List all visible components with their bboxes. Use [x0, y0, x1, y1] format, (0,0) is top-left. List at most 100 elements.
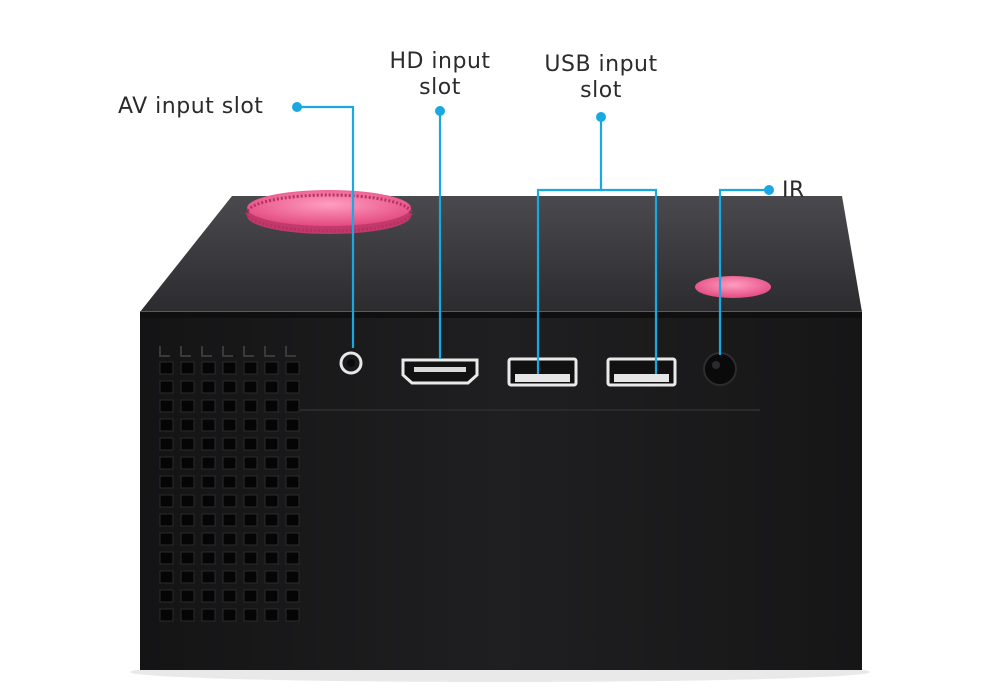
vent-hole	[285, 513, 300, 527]
vent-hole	[285, 399, 300, 413]
vent-hole	[243, 589, 258, 603]
vent-hole	[243, 551, 258, 565]
vent-tick	[180, 346, 191, 357]
vent-hole	[243, 456, 258, 470]
vent-hole	[222, 399, 237, 413]
vent-hole	[159, 494, 174, 508]
vent-hole	[180, 437, 195, 451]
vent-hole	[243, 608, 258, 622]
vent-tick	[222, 346, 233, 357]
vent-hole	[264, 475, 279, 489]
vent-hole	[222, 475, 237, 489]
vent-tick	[264, 346, 275, 357]
vent-hole	[285, 570, 300, 584]
vent-hole	[180, 494, 195, 508]
vent-hole	[264, 589, 279, 603]
vent-hole	[201, 456, 216, 470]
vent-hole	[264, 380, 279, 394]
vent-hole	[201, 380, 216, 394]
vent-hole	[201, 532, 216, 546]
vent-hole	[222, 532, 237, 546]
vent-hole	[285, 380, 300, 394]
vent-hole	[180, 361, 195, 375]
usb-input-label: USB input slot	[544, 52, 658, 103]
vent-hole	[159, 361, 174, 375]
av-input-label: AV input slot	[118, 94, 264, 119]
vent-hole	[222, 494, 237, 508]
vent-hole	[201, 589, 216, 603]
vent-hole	[201, 361, 216, 375]
vent-hole	[180, 589, 195, 603]
vent-hole	[201, 570, 216, 584]
vent-hole	[285, 532, 300, 546]
ir-label: IR	[782, 178, 805, 203]
vent-hole	[180, 380, 195, 394]
vent-hole	[285, 475, 300, 489]
vent-hole	[180, 399, 195, 413]
vent-hole	[264, 608, 279, 622]
hd-input-label: HD input slot	[389, 49, 491, 100]
vent-hole	[285, 361, 300, 375]
vent-hole	[159, 456, 174, 470]
usb-callout-branch	[536, 188, 658, 374]
ir-callout-dot	[764, 185, 774, 195]
vent-hole	[180, 551, 195, 565]
vent-hole	[159, 608, 174, 622]
ir-sensor	[703, 352, 737, 386]
vent-hole	[180, 418, 195, 432]
vent-hole	[243, 494, 258, 508]
vent-grille	[159, 346, 300, 622]
vent-hole	[180, 532, 195, 546]
power-button	[695, 276, 771, 298]
vent-hole	[180, 513, 195, 527]
vent-hole	[159, 532, 174, 546]
vent-hole	[201, 551, 216, 565]
vent-hole	[222, 513, 237, 527]
vent-hole	[243, 532, 258, 546]
vent-hole	[222, 437, 237, 451]
focus-wheel	[245, 190, 413, 234]
vent-hole	[285, 456, 300, 470]
vent-hole	[159, 513, 174, 527]
vent-hole	[159, 418, 174, 432]
vent-hole	[180, 570, 195, 584]
vent-hole	[264, 418, 279, 432]
vent-tick	[201, 346, 212, 357]
vent-hole	[201, 418, 216, 432]
vent-hole	[159, 570, 174, 584]
vent-hole	[159, 437, 174, 451]
vent-hole	[243, 380, 258, 394]
vent-hole	[159, 589, 174, 603]
vent-tick	[243, 346, 254, 357]
av-port	[339, 351, 363, 375]
ir-callout-line	[718, 188, 769, 355]
vent-hole	[264, 399, 279, 413]
vent-hole	[222, 380, 237, 394]
av-callout-line	[297, 105, 355, 348]
vent-hole	[222, 608, 237, 622]
vent-hole	[264, 437, 279, 451]
vent-hole	[264, 494, 279, 508]
hd-callout-dot	[435, 106, 445, 116]
vent-hole	[243, 361, 258, 375]
vent-hole	[264, 570, 279, 584]
vent-hole	[264, 456, 279, 470]
vent-tick	[159, 346, 170, 357]
vent-hole	[264, 361, 279, 375]
vent-hole	[285, 608, 300, 622]
vent-hole	[201, 513, 216, 527]
vent-hole	[264, 513, 279, 527]
vent-hole	[222, 456, 237, 470]
vent-hole	[159, 475, 174, 489]
vent-tick	[285, 346, 296, 357]
vent-hole	[285, 494, 300, 508]
vent-hole	[285, 589, 300, 603]
vent-hole	[243, 513, 258, 527]
vent-hole	[201, 494, 216, 508]
vent-hole	[243, 437, 258, 451]
usb-port-1	[507, 357, 578, 387]
vent-hole	[243, 475, 258, 489]
vent-hole	[222, 589, 237, 603]
